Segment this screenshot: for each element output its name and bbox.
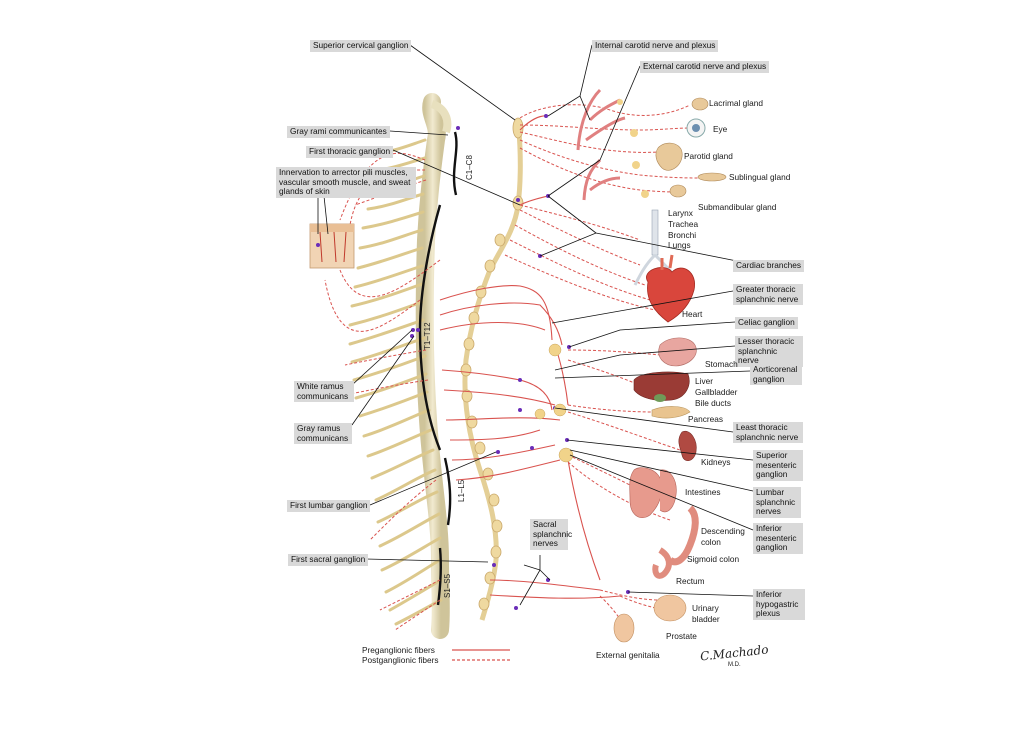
organ-urinary-bladder-line2: bladder	[692, 614, 720, 624]
organ-descending-colon-line2: colon	[701, 537, 721, 547]
label-aorticorenal-ganglion: Aorticorenal ganglion	[750, 364, 802, 386]
organ-sublingual-gland: Sublingual gland	[729, 172, 791, 182]
organ-pancreas: Pancreas	[688, 414, 724, 424]
organ-lacrimal-gland: Lacrimal gland	[709, 98, 763, 108]
organ-parotid-gland: Parotid gland	[684, 151, 733, 161]
label-inferior-hypogastric-plexus: Inferior hypogastric plexus	[753, 589, 805, 620]
organ-eye: Eye	[713, 124, 728, 134]
organ-sigmoid-colon: Sigmoid colon	[687, 554, 740, 564]
label-superior-mesenteric-ganglion: Superior mesenteric ganglion	[753, 450, 803, 481]
label-sacral-splanchnic-nerves: Sacral splanchnic nerves	[530, 519, 572, 550]
label-inferior-mesenteric-ganglion: Inferior mesenteric ganglion	[753, 523, 803, 554]
organ-intestines: Intestines	[685, 487, 721, 497]
label-first-thoracic-ganglion: First thoracic ganglion	[306, 146, 394, 158]
segment-sacral: S1–S5	[443, 573, 452, 598]
organ-submandibular-gland: Submandibular gland	[698, 202, 777, 212]
label-greater-thoracic-splanchnic: Greater thoracic splanchnic nerve	[733, 284, 803, 306]
organ-descending-colon-line1: Descending	[701, 526, 745, 536]
organ-kidneys: Kidneys	[701, 457, 731, 467]
spinal-column	[415, 93, 452, 639]
label-white-ramus-communicans: White ramus communicans	[294, 381, 354, 403]
organ-urinary-bladder-line1: Urinary	[692, 603, 719, 613]
organ-illustrations	[534, 88, 727, 643]
preganglionic-fibers	[439, 115, 621, 599]
organ-external-genitalia: External genitalia	[596, 650, 660, 660]
organ-rectum: Rectum	[676, 576, 705, 586]
legend-preganglionic: Preganglionic fibers	[362, 645, 435, 655]
organ-stomach: Stomach	[705, 359, 738, 369]
label-lesser-thoracic-splanchnic: Lesser thoracic splanchnic nerve	[735, 336, 803, 367]
segment-cervical: C1–C8	[465, 155, 474, 180]
label-first-sacral-ganglion: First sacral ganglion	[288, 554, 369, 566]
label-gray-rami-communicantes: Gray rami communicantes	[287, 126, 390, 138]
organ-trachea: Trachea	[668, 219, 699, 229]
organ-lungs: Lungs	[668, 240, 691, 250]
label-gray-ramus-communicans: Gray ramus communicans	[294, 423, 352, 445]
organ-heart: Heart	[682, 309, 703, 319]
artist-signature-suffix: M.D.	[728, 662, 741, 668]
organ-bile-ducts: Bile ducts	[695, 398, 731, 408]
legend-postganglionic: Postganglionic fibers	[362, 655, 439, 665]
label-cardiac-branches: Cardiac branches	[733, 260, 805, 272]
legend-lines	[452, 649, 510, 661]
organ-liver: Liver	[695, 376, 713, 386]
skin-illustration	[309, 223, 355, 269]
label-lumbar-splanchnic-nerves: Lumbar splanchnic nerves	[753, 487, 801, 518]
segment-thoracic: T1–T12	[423, 322, 432, 350]
label-internal-carotid: Internal carotid nerve and plexus	[592, 40, 719, 52]
label-superior-cervical-ganglion: Superior cervical ganglion	[310, 40, 412, 52]
organ-prostate: Prostate	[666, 631, 697, 641]
organ-larynx: Larynx	[668, 208, 693, 218]
label-innervation: Innervation to arrector pili muscles, va…	[276, 167, 416, 198]
label-first-lumbar-ganglion: First lumbar ganglion	[287, 500, 371, 512]
organ-bronchi: Bronchi	[668, 230, 697, 240]
segment-lumbar: L1–L5	[457, 479, 466, 502]
organ-gallbladder: Gallbladder	[695, 387, 738, 397]
label-celiac-ganglion: Celiac ganglion	[735, 317, 798, 329]
label-external-carotid: External carotid nerve and plexus	[640, 61, 770, 73]
label-least-thoracic-splanchnic: Least thoracic splanchnic nerve	[733, 422, 803, 444]
leader-lines	[317, 44, 758, 606]
